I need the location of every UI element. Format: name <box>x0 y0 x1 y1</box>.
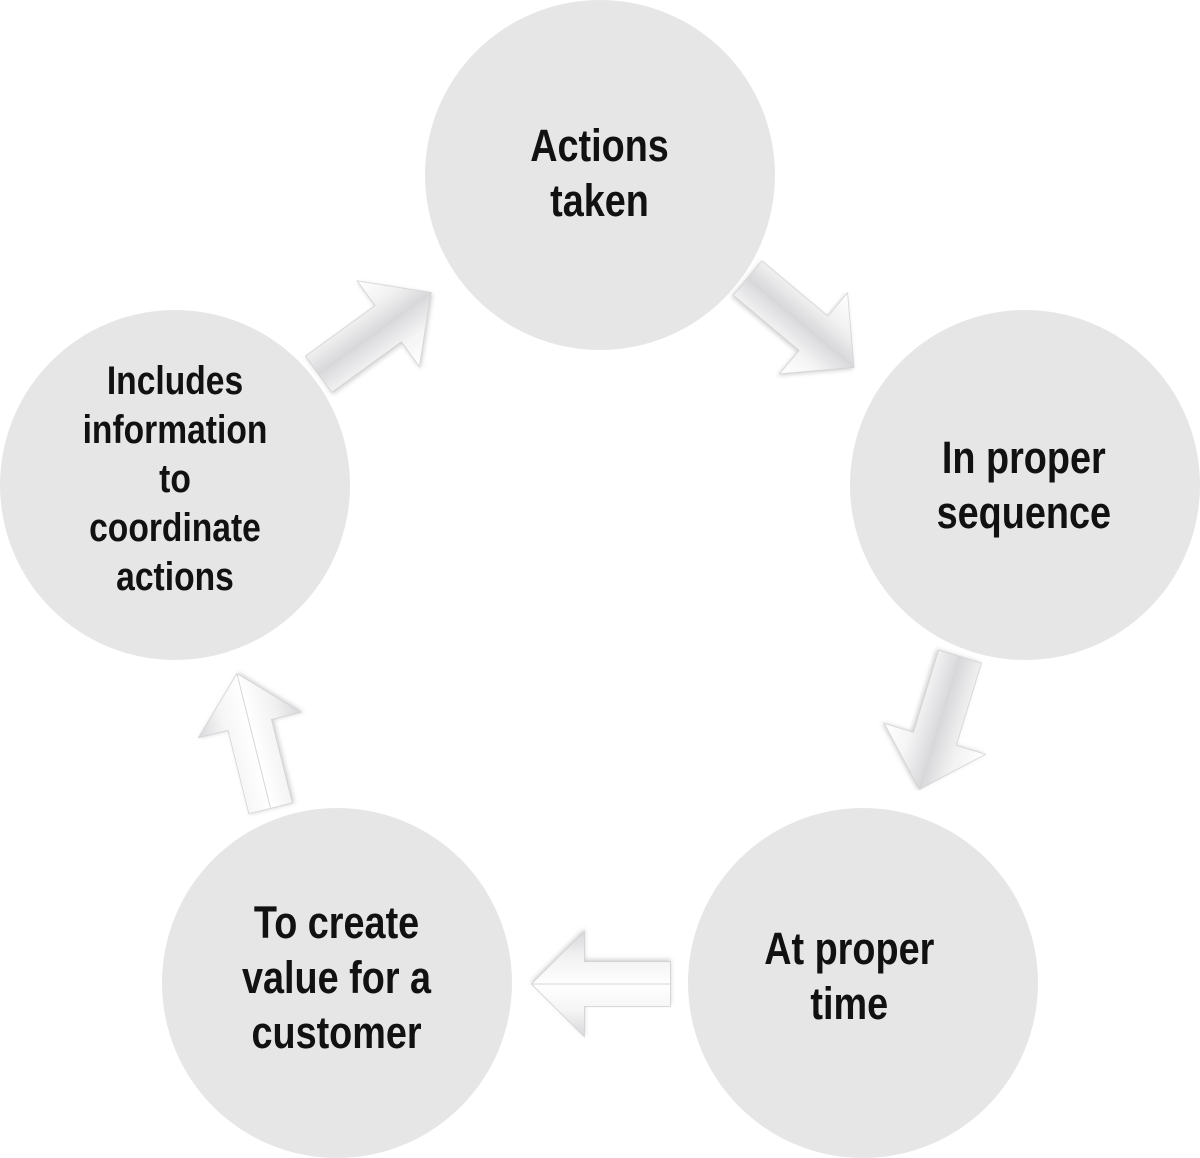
node-actions-taken: Actions taken <box>425 0 775 350</box>
arrow-time-to-value <box>530 930 671 1038</box>
arrow-information-to-actions <box>305 280 432 393</box>
node-label-includes-information: Includes information to coordinate actio… <box>82 358 268 599</box>
arrow-value-to-information <box>197 673 303 815</box>
arrow-sequence-to-time <box>883 649 987 790</box>
node-proper-time: At proper time <box>688 808 1038 1158</box>
node-label-create-value: To create value for a customer <box>242 896 432 1058</box>
node-label-proper-time: At proper time <box>763 923 935 1029</box>
node-includes-information: Includes information to coordinate actio… <box>0 310 350 660</box>
node-label-actions-taken: Actions taken <box>530 120 670 226</box>
node-create-value: To create value for a customer <box>162 808 512 1158</box>
arrow-actions-to-sequence <box>732 260 855 375</box>
node-proper-sequence: In proper sequence <box>850 310 1200 660</box>
node-label-proper-sequence: In proper sequence <box>936 432 1112 538</box>
